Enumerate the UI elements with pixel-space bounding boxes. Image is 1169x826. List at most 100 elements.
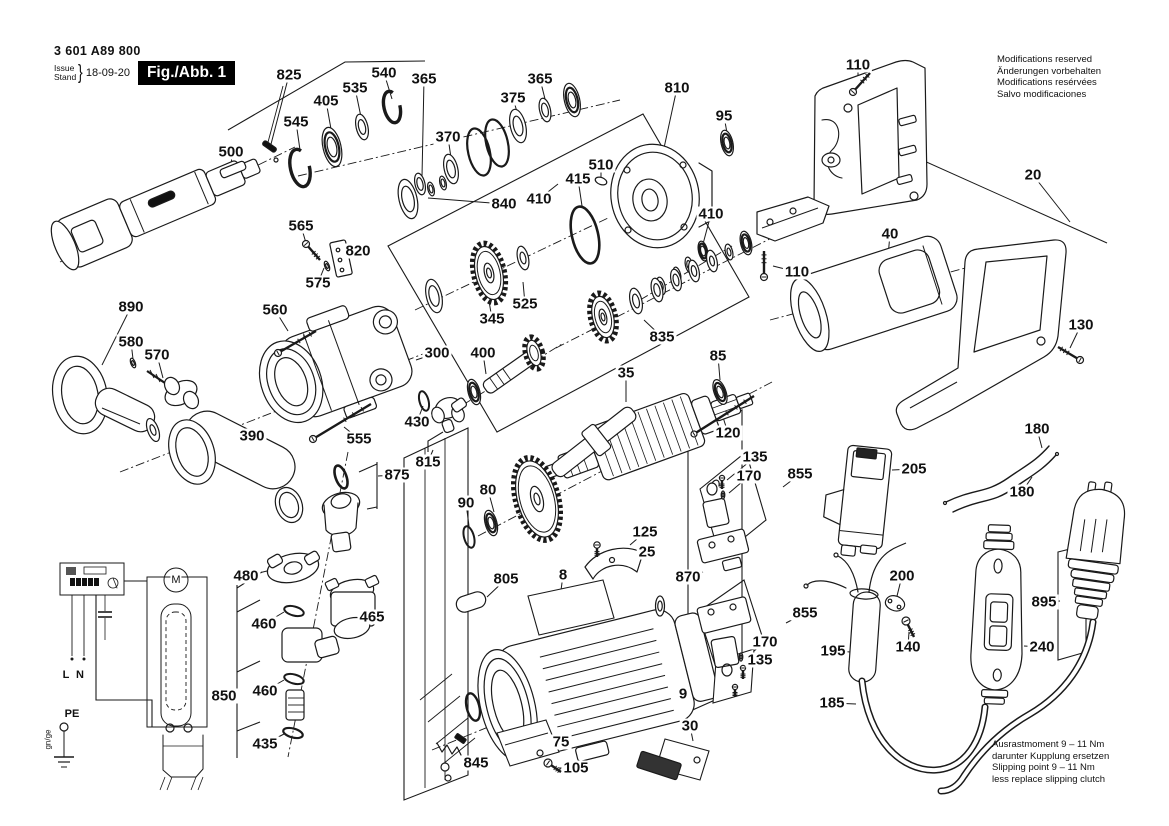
part-label-105: 105: [561, 759, 591, 777]
part-label-835: 835: [647, 328, 677, 346]
part-label-500: 500: [216, 143, 246, 161]
part-label-75: 75: [550, 733, 572, 751]
notice-line: Ausrastmoment 9 – 11 Nm: [992, 739, 1105, 750]
part-label-850: 850: [209, 687, 239, 705]
issue-row: Issue Stand } 18-09-20 Fig./Abb. 1: [54, 61, 236, 85]
wiring-earth-label: PE: [63, 708, 81, 720]
part-label-80: 80: [477, 481, 499, 499]
part-label-40: 40: [879, 225, 901, 243]
part-label-205: 205: [899, 460, 929, 478]
issue-date: 18-09-20: [85, 67, 130, 79]
part-label-805: 805: [491, 570, 521, 588]
part-label-825: 825: [274, 66, 304, 84]
part-label-870: 870: [673, 568, 703, 586]
part-label-840: 840: [489, 195, 519, 213]
part-label-90: 90: [455, 494, 477, 512]
part-label-845: 845: [461, 754, 491, 772]
part-label-135: 135: [745, 651, 775, 669]
part-label-95: 95: [713, 107, 735, 125]
part-label-365: 365: [409, 70, 439, 88]
part-label-110: 110: [782, 263, 812, 281]
part-label-575: 575: [303, 274, 333, 292]
notice-line: Salvo modificaciones: [997, 88, 1087, 100]
part-label-580: 580: [116, 333, 146, 351]
notice-line: less replace slipping clutch: [992, 773, 1106, 785]
title-block: 3 601 A89 800 Issue Stand } 18-09-20 Fig…: [54, 44, 236, 85]
part-label-540: 540: [369, 64, 399, 82]
part-label-855: 855: [785, 465, 815, 483]
notice-line: Änderungen vorbehalten: [997, 65, 1102, 77]
issue-label: Issue: [54, 63, 75, 73]
part-label-855: 855: [790, 604, 820, 622]
part-label-200: 200: [887, 567, 917, 585]
modifications-notice: Modifications reserved Änderungen vorbeh…: [997, 54, 1101, 100]
part-label-890: 890: [116, 298, 146, 316]
figure-label: Fig./Abb. 1: [137, 61, 236, 85]
part-label-510: 510: [586, 156, 616, 174]
part-label-9: 9: [676, 685, 690, 703]
part-label-480: 480: [231, 567, 261, 585]
part-label-135: 135: [740, 448, 770, 466]
part-label-375: 375: [498, 89, 528, 107]
part-label-820: 820: [343, 242, 373, 260]
notice-line: Modifications reserved: [997, 54, 1093, 65]
issue-stand-labels: Issue Stand: [54, 64, 76, 82]
part-label-30: 30: [679, 717, 701, 735]
part-label-185: 185: [817, 694, 847, 712]
part-label-465: 465: [357, 608, 387, 626]
part-number: 3 601 A89 800: [54, 44, 141, 58]
notice-line: darunter Kupplung ersetzen: [992, 750, 1110, 762]
brace-glyph: }: [78, 61, 83, 84]
part-label-895: 895: [1029, 593, 1059, 611]
wiring-neutral-label: N: [75, 669, 85, 681]
part-label-565: 565: [286, 217, 316, 235]
part-label-570: 570: [142, 346, 172, 364]
part-label-370: 370: [433, 128, 463, 146]
part-label-170: 170: [750, 633, 780, 651]
part-label-430: 430: [402, 413, 432, 431]
part-label-85: 85: [707, 347, 729, 365]
part-label-410: 410: [696, 205, 726, 223]
notice-line: Slipping point 9 – 11 Nm: [992, 762, 1095, 773]
part-label-120: 120: [713, 424, 743, 442]
part-label-130: 130: [1066, 316, 1096, 334]
notice-line: Modifications resérvées: [997, 77, 1097, 88]
part-label-240: 240: [1027, 638, 1057, 656]
part-label-110: 110: [843, 56, 873, 74]
part-label-365: 365: [525, 70, 555, 88]
wiring-line-label: L: [61, 669, 71, 681]
part-label-125: 125: [630, 523, 660, 541]
part-label-25: 25: [636, 543, 658, 561]
part-label-810: 810: [662, 79, 692, 97]
part-label-545: 545: [281, 113, 311, 131]
part-label-195: 195: [818, 642, 848, 660]
part-label-525: 525: [510, 295, 540, 313]
part-label-460: 460: [250, 682, 280, 700]
part-label-555: 555: [344, 430, 374, 448]
part-label-20: 20: [1022, 166, 1044, 184]
part-label-815: 815: [413, 453, 443, 471]
part-label-180: 180: [1007, 483, 1037, 501]
stand-label: Stand: [54, 72, 77, 82]
part-label-35: 35: [615, 364, 637, 382]
part-label-435: 435: [250, 735, 280, 753]
motor-symbol-label: M: [170, 574, 182, 586]
part-label-560: 560: [260, 301, 290, 319]
part-label-390: 390: [237, 427, 267, 445]
part-label-345: 345: [477, 310, 507, 328]
part-label-415: 415: [563, 170, 593, 188]
part-label-180: 180: [1022, 420, 1052, 438]
part-label-460: 460: [249, 615, 279, 633]
part-label-405: 405: [311, 92, 341, 110]
part-label-400: 400: [468, 344, 498, 362]
part-label-410: 410: [524, 190, 554, 208]
ground-wire-label: gn/ge: [43, 729, 53, 750]
part-label-875: 875: [382, 466, 412, 484]
part-label-8: 8: [556, 566, 570, 584]
slipping-clutch-notice: Ausrastmoment 9 – 11 Nm darunter Kupplun…: [992, 739, 1109, 785]
part-label-140: 140: [893, 638, 923, 656]
part-label-300: 300: [422, 344, 452, 362]
part-label-170: 170: [734, 467, 764, 485]
